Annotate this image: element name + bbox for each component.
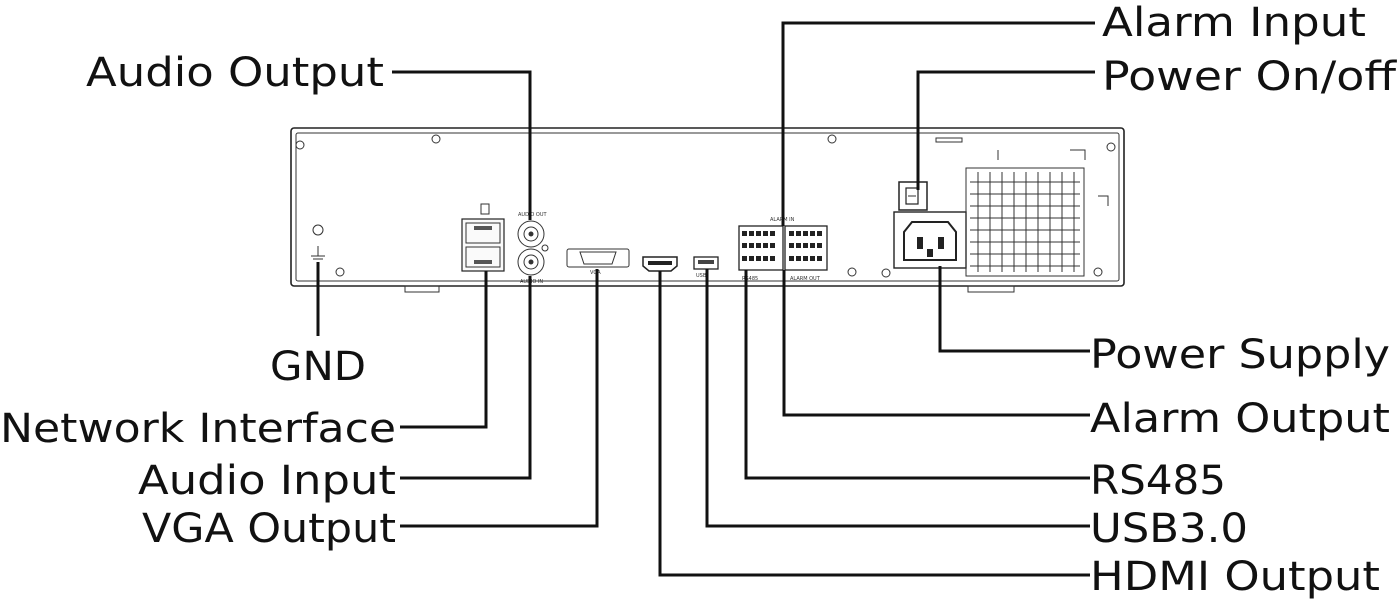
network-ports	[461, 203, 505, 272]
usb-port: USB	[693, 256, 719, 279]
power-switch	[898, 181, 928, 211]
label-network-interface: Network Interface	[0, 406, 396, 452]
leader-power-on-off	[916, 70, 1095, 190]
leader-network-interface	[400, 271, 488, 429]
leader-usb	[705, 269, 1090, 528]
label-power-on-off: Power On/off	[1102, 54, 1398, 100]
leader-power-supply	[938, 266, 1090, 353]
label-alarm-input: Alarm Input	[1102, 0, 1366, 46]
label-usb: USB3.0	[1090, 506, 1248, 552]
power-inlet	[893, 211, 967, 269]
svg-text:USB: USB	[696, 273, 707, 279]
label-audio-input: Audio Input	[138, 458, 396, 504]
leader-alarm-input	[781, 21, 1095, 226]
leader-vga-output	[400, 269, 599, 528]
leader-hdmi-output	[658, 271, 1090, 577]
svg-text:AUDIO OUT: AUDIO OUT	[518, 212, 548, 218]
leader-audio-output	[392, 70, 532, 220]
vent-grille	[965, 149, 1109, 277]
label-audio-output: Audio Output	[86, 50, 384, 96]
hdmi-port	[642, 256, 678, 272]
svg-text:AUDIO IN: AUDIO IN	[520, 279, 543, 285]
svg-text:RS485: RS485	[742, 276, 758, 282]
leader-lines	[316, 21, 1095, 577]
leader-audio-input	[400, 276, 532, 480]
label-hdmi-output: HDMI Output	[1090, 554, 1380, 600]
label-power-supply: Power Supply	[1090, 332, 1390, 378]
label-gnd: GND	[270, 344, 366, 390]
leader-alarm-output	[782, 270, 1090, 417]
label-alarm-output: Alarm Output	[1090, 396, 1390, 442]
leader-rs485	[744, 270, 1090, 480]
svg-text:ALARM OUT: ALARM OUT	[790, 276, 821, 282]
gnd-terminal	[311, 224, 325, 260]
audio-ports: AUDIO OUT AUDIO IN	[517, 212, 549, 285]
label-rs485: RS485	[1090, 458, 1226, 504]
label-vga-output: VGA Output	[142, 506, 396, 552]
